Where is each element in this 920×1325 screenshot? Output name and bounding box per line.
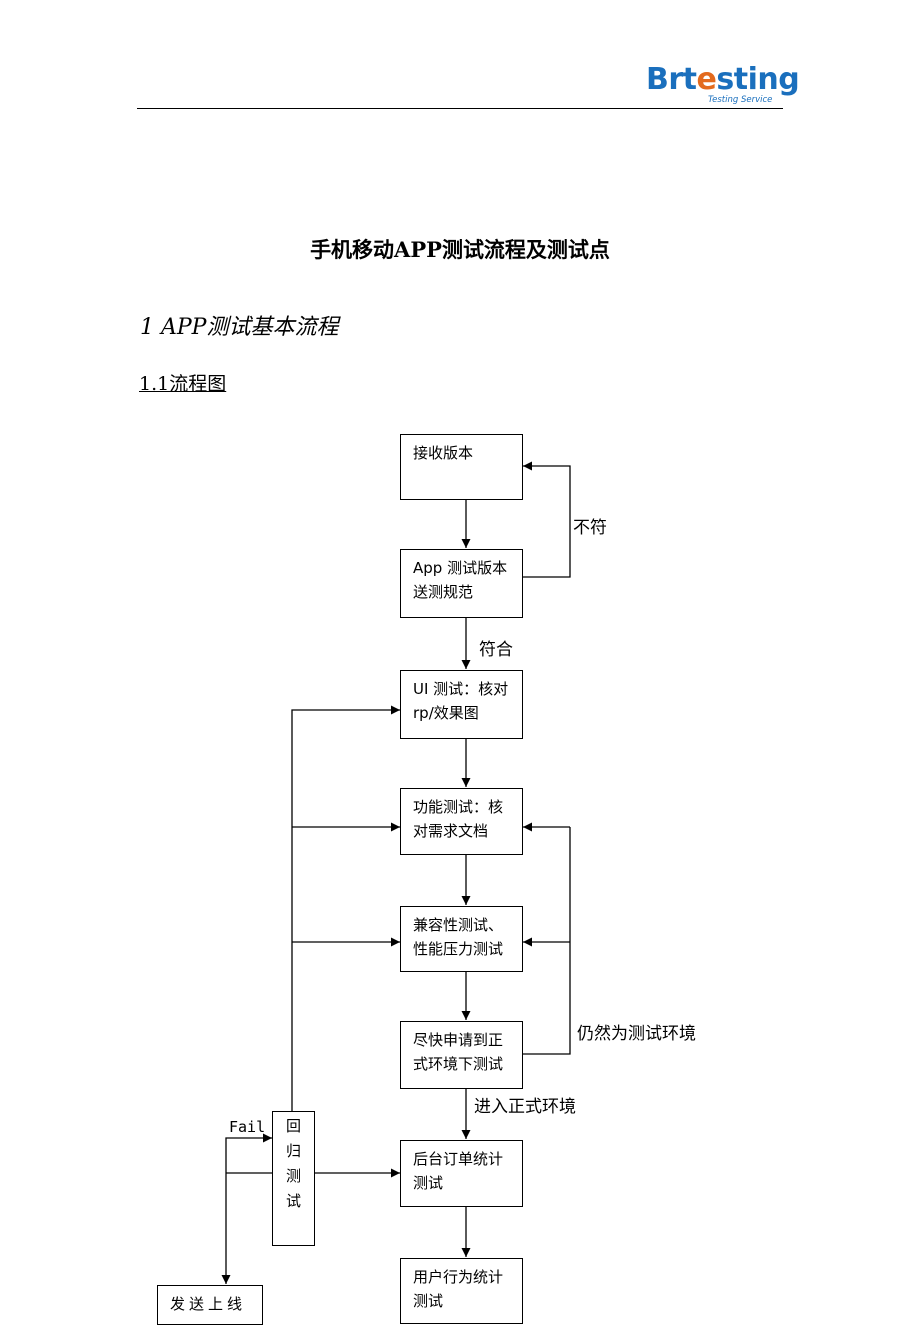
node-text: 用户行为统计 [413, 1268, 504, 1286]
label-not-match: 不符 [573, 518, 607, 538]
node-text: UI 测试：核对 [413, 680, 509, 698]
logo-tagline: Testing Service [708, 95, 773, 105]
node-text: 尽快申请到正 [413, 1031, 504, 1049]
document-title: 手机移动APP测试流程及测试点 [310, 237, 610, 262]
arrow-fail-to-regress [225, 1133, 272, 1173]
section-heading-1-1: 1.1流程图 [139, 373, 227, 395]
node-regression-test: 回 归 测 试 [272, 1111, 315, 1246]
node-compat-perf-test: 兼容性测试、 性能压力测试 [400, 906, 523, 972]
label-enter-prod: 进入正式环境 [474, 1097, 576, 1117]
brtesting-logo: Brtesting Testing Service [646, 62, 800, 112]
node-submit-spec: App 测试版本 送测规范 [400, 549, 523, 618]
node-apply-prod-env: 尽快申请到正 式环境下测试 [400, 1021, 523, 1089]
label-still-test-env: 仍然为测试环境 [577, 1024, 696, 1044]
arrow-not-match-loop [523, 461, 571, 578]
node-text: 兼容性测试、 [413, 916, 504, 934]
node-backend-order-test: 后台订单统计 测试 [400, 1140, 523, 1207]
node-text: App 测试版本 [413, 559, 508, 577]
node-text: 试 [285, 1192, 301, 1210]
node-function-test: 功能测试：核 对需求文档 [400, 788, 523, 855]
node-user-behavior-test: 用户行为统计 测试 [400, 1258, 523, 1324]
header-divider [137, 108, 783, 109]
label-fail: Fail [229, 1118, 266, 1136]
node-text: 发送上线 [170, 1295, 247, 1313]
logo-text-b: sting [716, 62, 800, 97]
node-release: 发送上线 [157, 1285, 263, 1325]
node-text: 对需求文档 [413, 822, 489, 840]
node-ui-test: UI 测试：核对 rp/效果图 [400, 670, 523, 739]
node-text: 性能压力测试 [413, 940, 504, 958]
logo-text-e: e [696, 62, 717, 97]
node-text: 后台订单统计 [413, 1150, 504, 1168]
node-text: 归 [285, 1142, 301, 1160]
section-heading-1: 1 APP测试基本流程 [140, 315, 339, 340]
node-text: 测试 [413, 1292, 444, 1310]
arrow-regress-to-ui [291, 705, 400, 1111]
node-text: 式环境下测试 [413, 1055, 504, 1073]
label-match: 符合 [479, 640, 513, 660]
loop-still-test-env [523, 827, 571, 1055]
node-text: 测 [285, 1167, 301, 1185]
logo-text-a: Brt [646, 62, 697, 97]
node-text: 功能测试：核 [413, 798, 504, 816]
node-text: rp/效果图 [413, 704, 479, 722]
node-receive-version: 接收版本 [400, 434, 523, 500]
node-text: 测试 [413, 1174, 444, 1192]
node-text: 送测规范 [413, 583, 474, 601]
node-text: 接收版本 [413, 444, 474, 462]
logo-wordmark: Brtesting [646, 62, 800, 98]
node-text: 回 [285, 1117, 301, 1135]
